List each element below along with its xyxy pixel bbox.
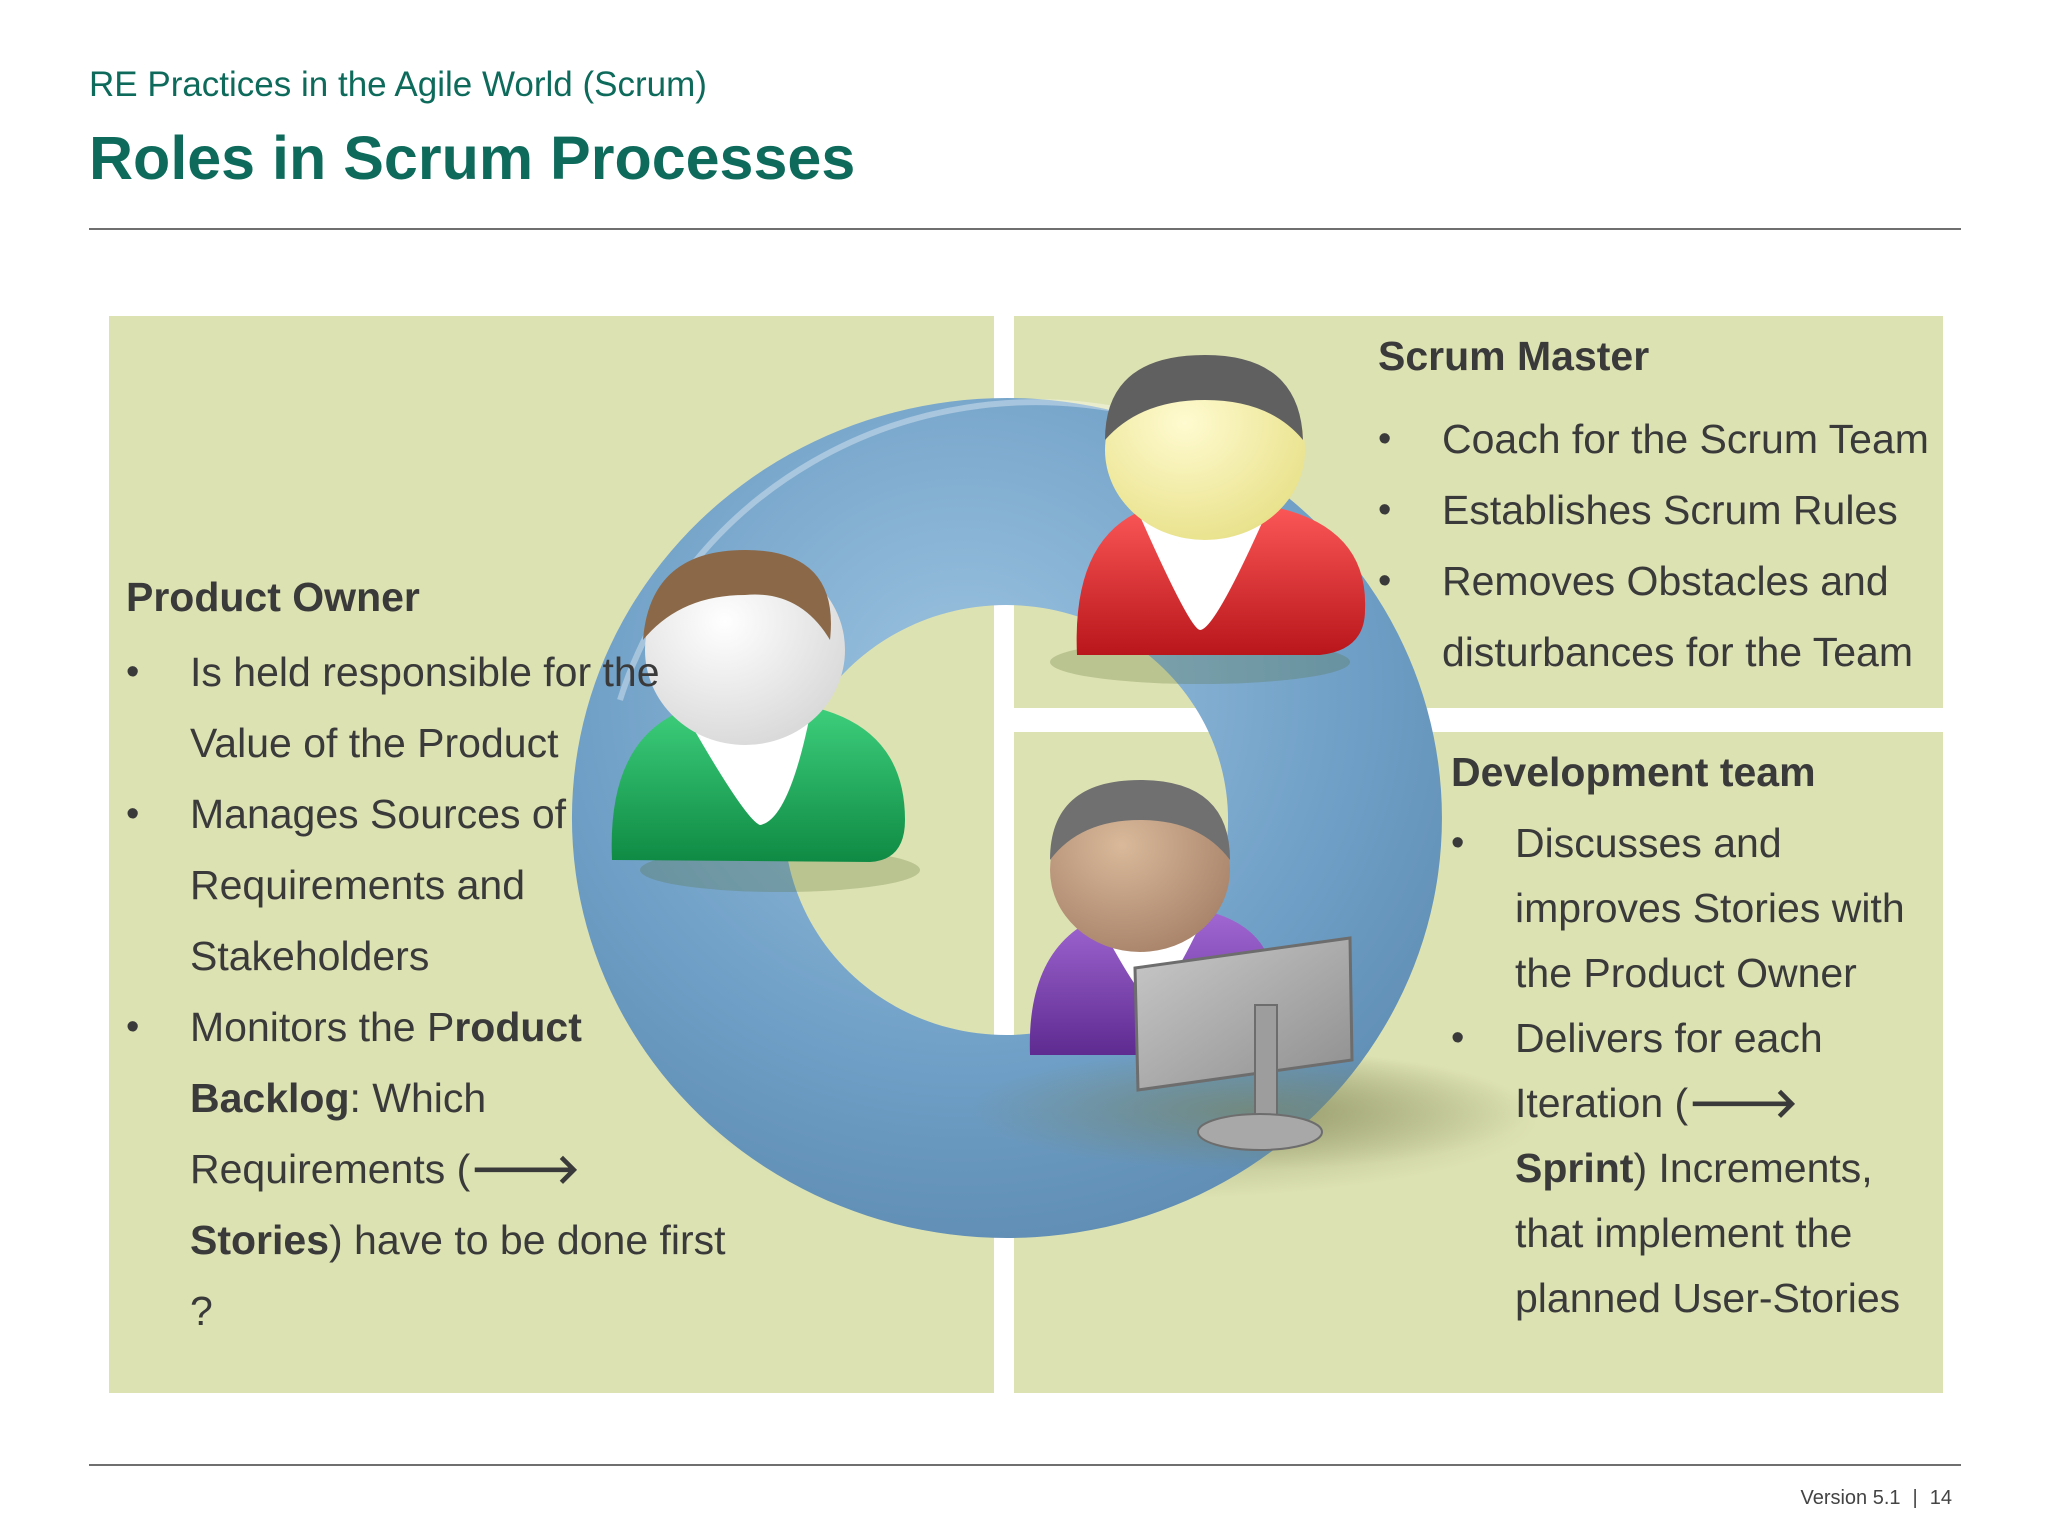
dev-bullet-2-text-a: Delivers for each Iteration ( — [1515, 1015, 1823, 1126]
po-bullet-3-text-e: ) have to be done first ? — [190, 1217, 726, 1334]
bottom-rule — [89, 1464, 1961, 1466]
po-bullet-3-text-a: Monitors the P — [190, 1004, 455, 1050]
development-team-bullet-2: Delivers for each Iteration (🡒 Sprint) I… — [1451, 1006, 1941, 1331]
slide-subtitle: RE Practices in the Agile World (Scrum) — [89, 65, 707, 104]
product-owner-bullet-3: Monitors the Product Backlog: Which Requ… — [126, 992, 726, 1347]
slide-title: Roles in Scrum Processes — [89, 124, 856, 192]
scrum-master-icon — [1050, 355, 1366, 684]
po-bullet-3-text-d: Stories — [190, 1217, 329, 1263]
scrum-master-text: Scrum Master Coach for the Scrum Team Es… — [1378, 328, 1938, 688]
development-team-text: Development team Discusses and improves … — [1451, 737, 1941, 1331]
product-owner-bullet-1: Is held responsible for the Value of the… — [126, 637, 726, 779]
development-team-bullets: Discusses and improves Stories with the … — [1451, 811, 1941, 1331]
product-owner-text: Product Owner Is held responsible for th… — [126, 562, 726, 1347]
top-rule — [89, 228, 1961, 230]
product-owner-title: Product Owner — [126, 574, 420, 620]
scrum-master-bullets: Coach for the Scrum Team Establishes Scr… — [1378, 404, 1938, 688]
computer-monitor-icon — [1133, 936, 1354, 1151]
scrum-master-bullet-1: Coach for the Scrum Team — [1378, 404, 1938, 475]
dev-bullet-2-text-c: ) Increments, that implement the planned… — [1515, 1145, 1901, 1321]
arrow-right-icon: 🡒 — [1688, 1080, 1799, 1126]
arrow-right-icon: 🡒 — [470, 1146, 581, 1192]
development-team-title: Development team — [1451, 749, 1816, 795]
po-bullet-3-text-c: : Which Requirements ( — [190, 1075, 487, 1192]
footer-separator: | — [1912, 1487, 1918, 1509]
footer: Version 5.1 | 14 — [1800, 1487, 1952, 1510]
scrum-master-bullet-3: Removes Obstacles and disturbances for t… — [1378, 546, 1938, 688]
product-owner-bullets: Is held responsible for the Value of the… — [126, 637, 726, 1347]
page-number: 14 — [1929, 1487, 1952, 1509]
scrum-master-bullet-2: Establishes Scrum Rules — [1378, 475, 1938, 546]
scrum-master-title: Scrum Master — [1378, 333, 1650, 379]
dev-bullet-2-text-b: Sprint — [1515, 1145, 1634, 1191]
product-owner-bullet-2: Manages Sources of Requirements and Stak… — [126, 779, 726, 992]
po-bullet-3-text-b: roduct Backlog — [190, 1004, 582, 1121]
version-label: Version 5.1 — [1800, 1487, 1901, 1509]
development-team-bullet-1: Discusses and improves Stories with the … — [1451, 811, 1941, 1006]
